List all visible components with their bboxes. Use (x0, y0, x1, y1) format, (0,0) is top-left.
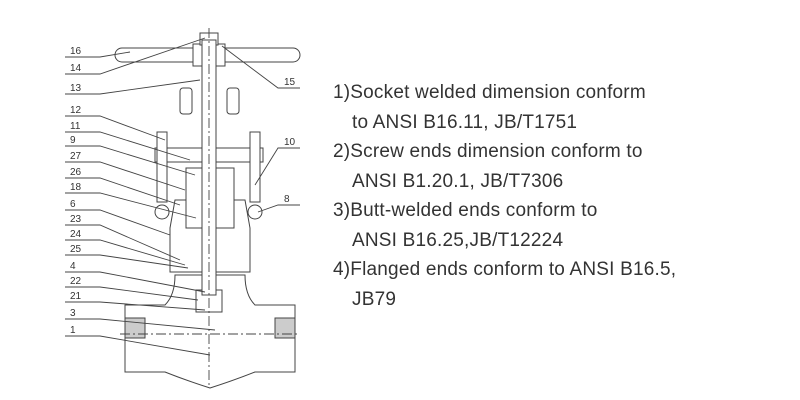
callout-label-14: 14 (70, 63, 82, 74)
note-4-line-1: 4)Flanged ends conform to ANSI B16.5, (333, 259, 677, 280)
leader-line-25 (65, 254, 189, 269)
leader-line-26 (65, 177, 181, 206)
yoke-nut-left (179, 87, 193, 115)
callout-label-9: 9 (70, 135, 76, 146)
leader-line-3 (65, 318, 216, 331)
bolt-right (249, 131, 261, 203)
note-2-line-2: ANSI B1.20.1, JB/T7306 (352, 170, 564, 192)
note-3-line-1: 3)Butt-welded ends conform to (333, 200, 598, 221)
callout-label-24: 24 (70, 229, 82, 240)
callout-label-8: 8 (284, 194, 290, 205)
leader-line-14 (65, 37, 206, 75)
note-4-line-2: JB79 (352, 288, 397, 310)
leader-line-24 (65, 239, 186, 266)
callout-label-4: 4 (70, 261, 76, 272)
eyebolt-left (154, 204, 170, 220)
callout-label-18: 18 (70, 182, 82, 193)
leader-line-4 (65, 271, 206, 293)
callout-label-3: 3 (70, 308, 76, 319)
leader-line-18 (65, 192, 197, 219)
callout-label-6: 6 (70, 199, 76, 210)
leader-line-10 (254, 147, 300, 186)
yoke-nut-right (226, 87, 240, 115)
note-3-line-2: ANSI B16.25,JB/T12224 (352, 229, 564, 251)
callout-label-21: 21 (70, 291, 82, 302)
callout-label-1: 1 (70, 325, 76, 336)
valve-drawing: 16 14 13 12 11 9 27 26 18 6 23 24 25 4 22 21 3 1 15 10 8 (65, 28, 301, 389)
callout-label-25: 25 (70, 244, 82, 255)
leader-line-8 (257, 204, 300, 213)
eyebolt-right (247, 204, 263, 220)
leader-line-21 (65, 301, 206, 311)
note-2-line-1: 2)Screw ends dimension conform to (333, 141, 643, 162)
leader-line-6 (65, 209, 171, 236)
leader-line-13 (65, 79, 201, 95)
note-1-line-2: to ANSI B16.11, JB/T1751 (352, 111, 578, 133)
callout-label-23: 23 (70, 214, 82, 225)
thread-left (124, 317, 146, 339)
leader-line-23 (65, 224, 181, 261)
leader-line-22 (65, 286, 199, 301)
bolt-left (156, 131, 168, 203)
callout-label-11: 11 (70, 121, 81, 132)
thread-right (274, 317, 296, 339)
callout-label-22: 22 (70, 276, 82, 287)
callout-label-27: 27 (70, 151, 82, 162)
callout-label-10: 10 (284, 137, 296, 148)
callout-label-16: 16 (70, 46, 82, 57)
leader-line-1 (65, 335, 211, 356)
specification-notes: 1)Socket welded dimension conform to ANS… (333, 78, 676, 314)
callout-label-12: 12 (70, 105, 82, 116)
leader-line-12 (65, 115, 166, 141)
leader-line-15 (221, 45, 300, 89)
note-1-line-1: 1)Socket welded dimension conform (333, 82, 646, 103)
leader-line-11 (65, 131, 191, 161)
callout-label-15: 15 (284, 77, 296, 88)
callout-label-26: 26 (70, 167, 82, 178)
leader-line-16 (65, 51, 131, 58)
leader-line-27 (65, 161, 186, 191)
leader-line-9 (65, 145, 196, 176)
callout-label-13: 13 (70, 83, 82, 94)
